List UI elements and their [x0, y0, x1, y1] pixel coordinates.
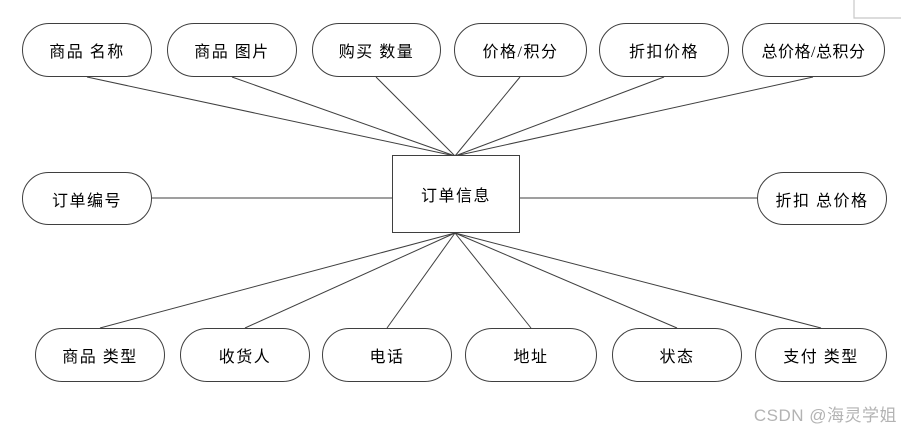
entity-order-info: 订单信息 [392, 155, 520, 233]
watermark: CSDN @海灵学姐 [753, 406, 897, 425]
attr-order-number: 订单编号 [22, 172, 152, 225]
attr-discount-total-price: 折扣 总价格 [757, 172, 887, 225]
attr-total-price-total-points: 总价格/总积分 [742, 23, 885, 77]
attr-purchase-quantity: 购买 数量 [312, 23, 441, 77]
attr-product-name: 商品 名称 [22, 23, 152, 77]
attr-price-points: 价格/积分 [454, 23, 587, 77]
attr-discount-price: 折扣价格 [599, 23, 729, 77]
bottom-connectors [99, 232, 822, 329]
attr-product-image: 商品 图片 [167, 23, 297, 77]
attr-phone: 电话 [322, 328, 452, 382]
attr-product-type: 商品 类型 [35, 328, 165, 382]
attr-status: 状态 [612, 328, 742, 382]
top-connectors [86, 76, 814, 157]
page-corner-mark [853, 0, 901, 19]
attr-consignee: 收货人 [180, 328, 310, 382]
attr-payment-type: 支付 类型 [755, 328, 887, 382]
attr-address: 地址 [465, 328, 597, 382]
